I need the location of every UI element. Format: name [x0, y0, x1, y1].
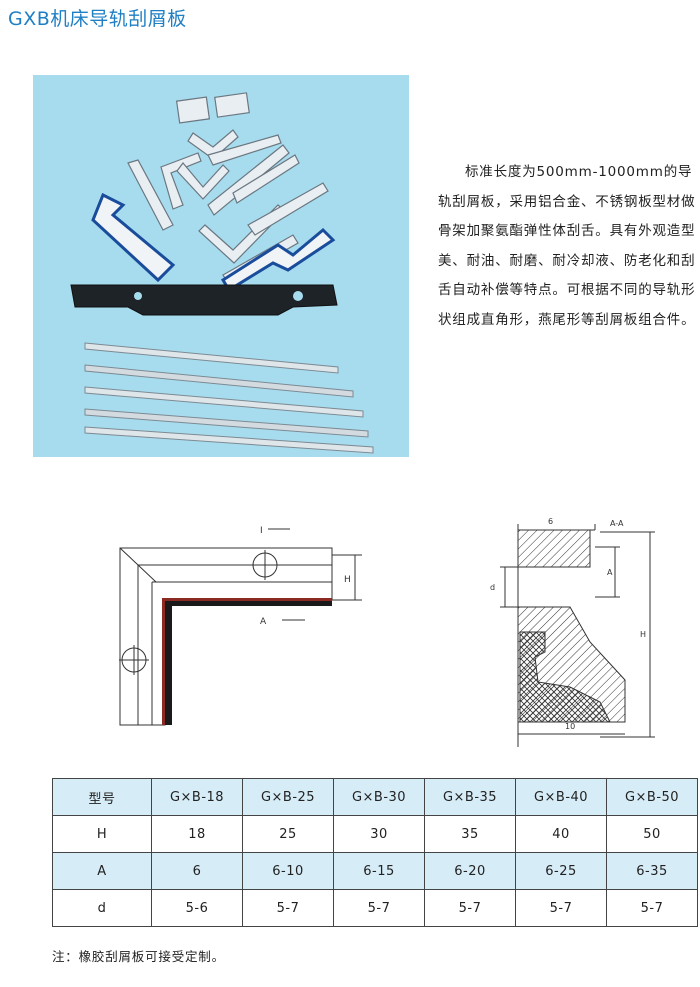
product-description: 标准长度为500mm-1000mm的导轨刮屑板，采用铝合金、不锈钢板型材做骨架加…: [438, 164, 696, 328]
table-cell: 40: [515, 815, 607, 853]
table-cell: 35: [424, 815, 516, 853]
product-photo: [33, 75, 409, 457]
scraper-section-diagram: 6 A-A A d H 10: [490, 517, 655, 747]
table-cell: 25: [242, 815, 334, 853]
table-header-row: 型号 G×B-18 G×B-25 G×B-30 G×B-35 G×B-40 G×…: [52, 778, 698, 816]
table-header-cell: G×B-40: [515, 778, 607, 816]
table-cell: H: [52, 815, 152, 853]
table-cell: 5-7: [515, 889, 607, 927]
label-10: 10: [565, 722, 575, 731]
table-cell: 6: [151, 852, 243, 890]
table-row: A 6 6-10 6-15 6-20 6-25 6-35: [52, 852, 698, 890]
table-header-cell: G×B-50: [606, 778, 698, 816]
table-cell: 6-20: [424, 852, 516, 890]
table-header-cell: 型号: [52, 778, 152, 816]
corner-scraper-diagram: H A I: [119, 526, 362, 726]
table-row: H 18 25 30 35 40 50: [52, 815, 698, 853]
table-cell: A: [52, 852, 152, 890]
table-header-cell: G×B-35: [424, 778, 516, 816]
table-header-cell: G×B-18: [151, 778, 243, 816]
table-cell: 5-7: [242, 889, 334, 927]
table-row: d 5-6 5-7 5-7 5-7 5-7 5-7: [52, 889, 698, 927]
label-arrow: I: [260, 526, 263, 536]
table-cell: 5-6: [151, 889, 243, 927]
label-a-right: A: [607, 568, 613, 577]
label-6: 6: [548, 517, 553, 526]
table-cell: 18: [151, 815, 243, 853]
table-cell: 5-7: [424, 889, 516, 927]
table-cell: 50: [606, 815, 698, 853]
label-a-a: A-A: [610, 519, 624, 528]
table-cell: 5-7: [606, 889, 698, 927]
table-header-cell: G×B-25: [242, 778, 334, 816]
table-cell: 5-7: [333, 889, 425, 927]
product-photo-illustration: [70, 92, 374, 454]
spec-table: 型号 G×B-18 G×B-25 G×B-30 G×B-35 G×B-40 G×…: [52, 778, 698, 927]
table-cell: 6-25: [515, 852, 607, 890]
page-title: GXB机床导轨刮屑板: [8, 8, 187, 30]
label-d: d: [490, 583, 495, 592]
table-cell: 6-15: [333, 852, 425, 890]
label-h-right: H: [640, 630, 646, 639]
footnote: 注：橡胶刮屑板可接受定制。: [52, 949, 225, 964]
table-cell: d: [52, 889, 152, 927]
label-a: A: [260, 617, 267, 627]
table-cell: 30: [333, 815, 425, 853]
table-cell: 6-10: [242, 852, 334, 890]
table-cell: 6-35: [606, 852, 698, 890]
table-header-cell: G×B-30: [333, 778, 425, 816]
label-h: H: [344, 575, 351, 585]
